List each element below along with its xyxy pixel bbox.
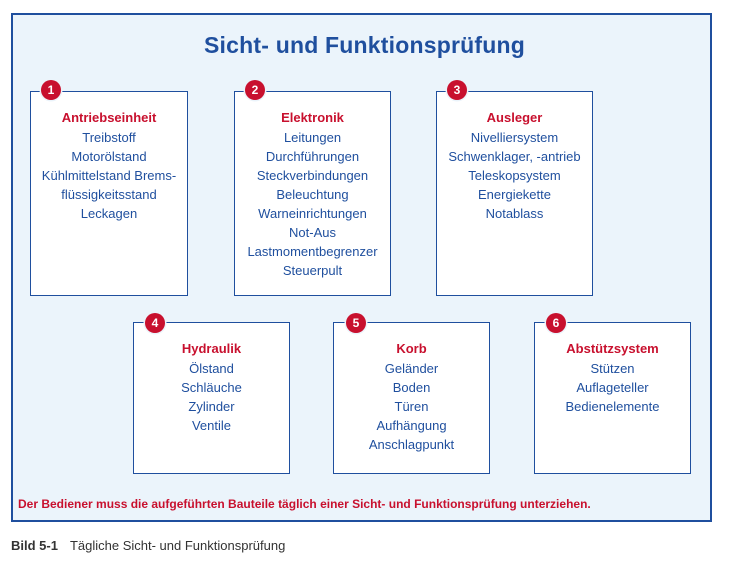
number-badge: 5 [346, 313, 366, 333]
box-korb: Korb Geländer Boden Türen Aufhängung Ans… [333, 322, 490, 474]
box-item: Boden [392, 380, 431, 395]
box-item: Lastmomentbegrenzer [247, 244, 378, 259]
box-item: Bedienelemente [565, 399, 660, 414]
number-badge: 4 [145, 313, 165, 333]
box-item: Leitungen [283, 130, 342, 145]
box-item: Not-Aus [289, 225, 336, 240]
box-heading: Korb [396, 341, 427, 356]
box-item: Motorölstand [71, 149, 147, 164]
box-heading: Abstützsystem [566, 341, 659, 356]
box-item: Türen [394, 399, 429, 414]
box-item: Ventile [191, 418, 232, 433]
box-ausleger: Ausleger Nivelliersystem Schwenklager, -… [436, 91, 593, 296]
caption-label: Bild 5-1 [11, 538, 58, 553]
box-item: Steckverbindungen [256, 168, 369, 183]
box-item: Treibstoff [82, 130, 136, 145]
box-item: Kühlmittelstand Brems- [41, 168, 177, 183]
box-item: Schwenklager, -antrieb [448, 149, 581, 164]
box-item: Schläuche [181, 380, 242, 395]
box-item: Anschlagpunkt [368, 437, 455, 452]
box-item: Warneinrichtungen [258, 206, 367, 221]
box-item: Beleuchtung [276, 187, 349, 202]
box-item: Leckagen [80, 206, 138, 221]
box-item: Geländer [384, 361, 439, 376]
number-badge: 3 [447, 80, 467, 100]
box-heading: Ausleger [486, 110, 543, 125]
box-abstuetzsystem: Abstützsystem Stützen Auflageteller Bedi… [534, 322, 691, 474]
diagram-title: Sicht- und Funktionsprüfung [204, 32, 525, 58]
box-item: Aufhängung [376, 418, 447, 433]
box-hydraulik: Hydraulik Ölstand Schläuche Zylinder Ven… [133, 322, 290, 474]
box-heading: Antriebseinheit [61, 110, 157, 125]
box-item: flüssigkeitsstand [61, 187, 157, 202]
caption-text: Tägliche Sicht- und Funktionsprüfung [69, 538, 286, 553]
box-elektronik: Elektronik Leitungen Durchführungen Stec… [234, 91, 391, 296]
instruction-note: Der Bediener muss die aufgeführten Baute… [18, 497, 591, 511]
number-badge: 1 [41, 80, 61, 100]
box-item: Ölstand [189, 361, 234, 376]
box-item: Steuerpult [282, 263, 343, 278]
box-heading: Elektronik [281, 110, 344, 125]
box-item: Teleskopsystem [468, 168, 561, 183]
box-item: Notablass [485, 206, 544, 221]
number-badge: 2 [245, 80, 265, 100]
box-item: Nivelliersystem [470, 130, 559, 145]
box-item: Durchführungen [265, 149, 360, 164]
box-heading: Hydraulik [181, 341, 242, 356]
box-item: Stützen [590, 361, 635, 376]
number-badge: 6 [546, 313, 566, 333]
box-item: Auflageteller [576, 380, 649, 395]
box-item: Zylinder [188, 399, 235, 414]
box-antriebseinheit: Antriebseinheit Treibstoff Motorölstand … [30, 91, 188, 296]
box-item: Energiekette [478, 187, 551, 202]
figure-caption: Bild 5-1 Tägliche Sicht- und Funktionsprü… [11, 538, 285, 553]
